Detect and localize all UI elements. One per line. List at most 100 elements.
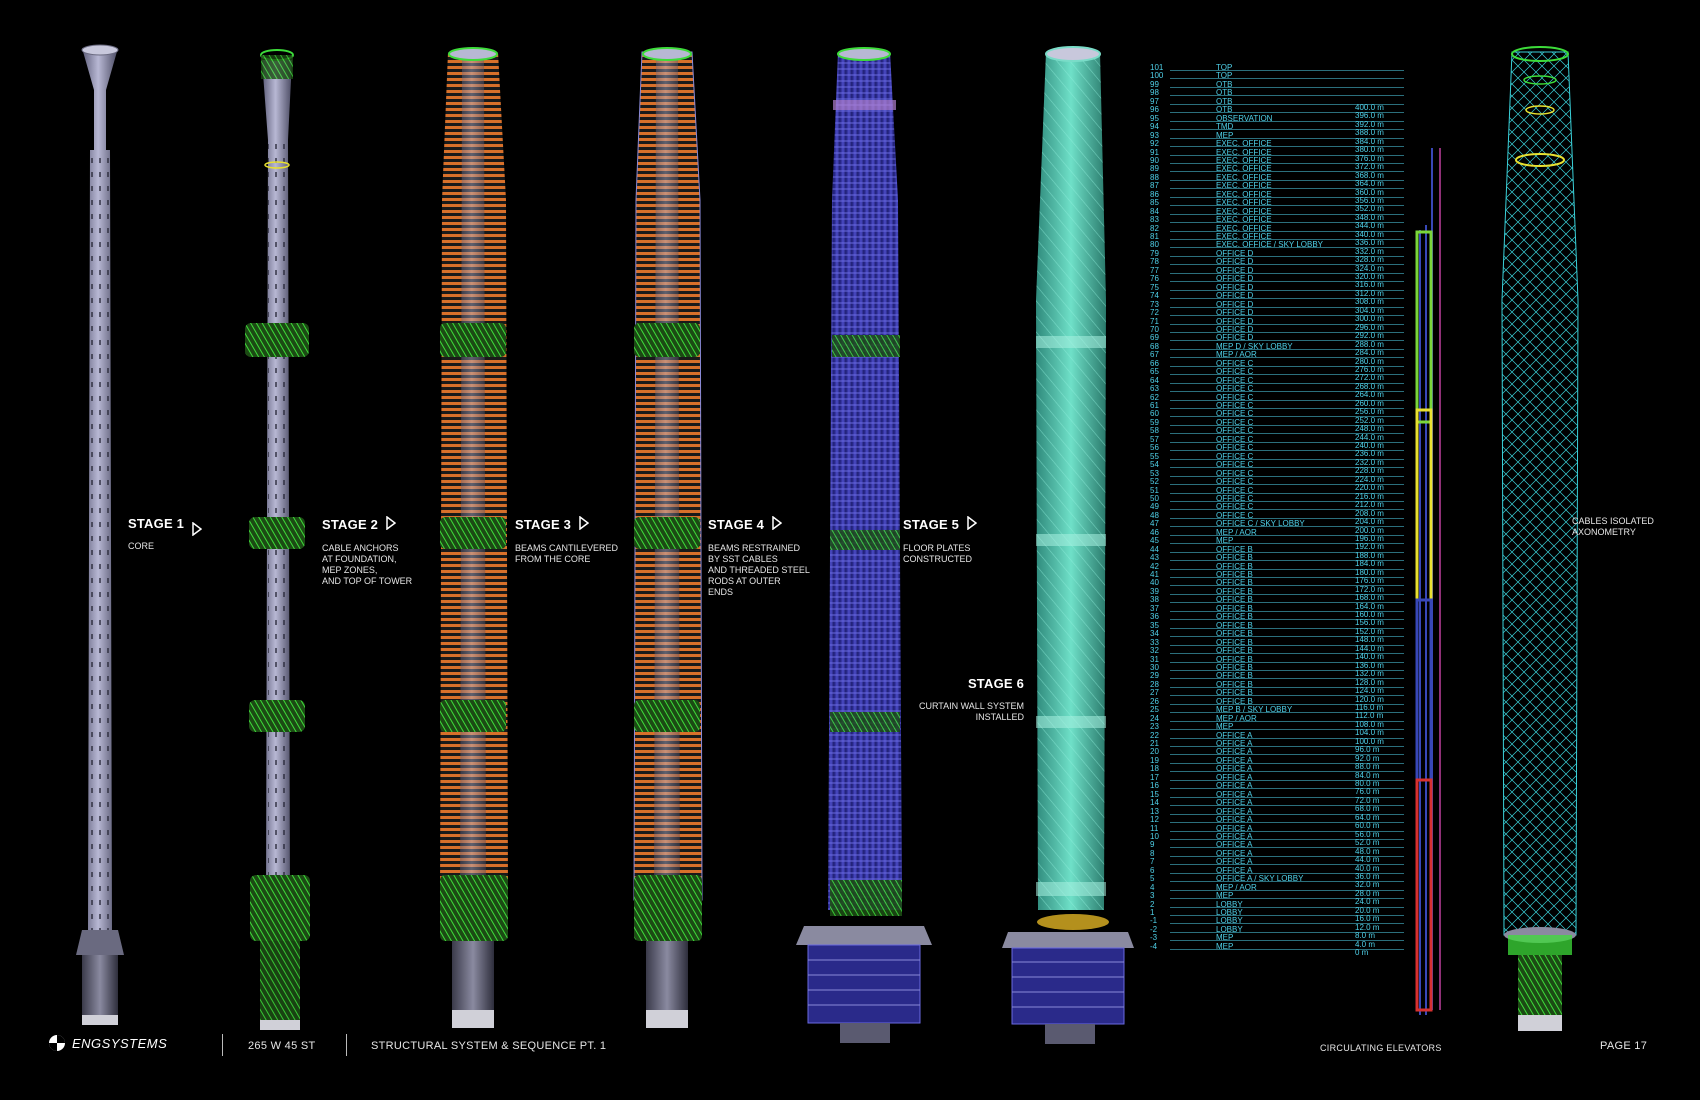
footer-divider bbox=[346, 1034, 347, 1056]
floor-name: OFFICE C bbox=[1216, 502, 1254, 512]
height-value: 136.0 m bbox=[1355, 660, 1384, 670]
floor-number: 58 bbox=[1150, 426, 1159, 436]
height-value: 88.0 m bbox=[1355, 762, 1380, 772]
floor-line bbox=[1170, 644, 1404, 646]
height-value: 68.0 m bbox=[1355, 804, 1380, 814]
height-value: 184.0 m bbox=[1355, 559, 1384, 569]
floor-line bbox=[1170, 331, 1404, 333]
floor-name: OFFICE A bbox=[1216, 815, 1253, 825]
floor-number: 66 bbox=[1150, 358, 1159, 368]
floor-name: OFFICE B bbox=[1216, 561, 1253, 571]
floor-number: 53 bbox=[1150, 468, 1159, 478]
height-value: 232.0 m bbox=[1355, 457, 1384, 467]
floor-line bbox=[1170, 272, 1404, 274]
floor-number: 56 bbox=[1150, 443, 1159, 453]
floor-name: OTB bbox=[1216, 79, 1233, 89]
height-value: 124.0 m bbox=[1355, 686, 1384, 696]
page-number: PAGE 17 bbox=[1600, 1040, 1648, 1052]
floor-number: 34 bbox=[1150, 629, 1159, 639]
stage-4-label: STAGE 4 BEAMS RESTRAINED BY SST CABLES A… bbox=[708, 515, 810, 598]
floor-number: 73 bbox=[1150, 299, 1159, 309]
floor-line bbox=[1170, 526, 1404, 528]
height-value: 392.0 m bbox=[1355, 119, 1384, 129]
floor-name: OFFICE C bbox=[1216, 401, 1254, 410]
height-value: 72.0 m bbox=[1355, 795, 1380, 805]
floor-name: OFFICE A / SKY LOBBY bbox=[1216, 874, 1304, 884]
footer-address: 265 W 45 ST bbox=[248, 1040, 316, 1052]
height-value: 324.0 m bbox=[1355, 263, 1384, 273]
height-value: 172.0 m bbox=[1355, 584, 1384, 594]
height-value: 376.0 m bbox=[1355, 153, 1384, 163]
floor-line bbox=[1170, 593, 1404, 595]
stage-desc: BEAMS CANTILEVERED FROM THE CORE bbox=[515, 543, 619, 564]
floor-number: 92 bbox=[1150, 139, 1159, 149]
height-value: 144.0 m bbox=[1355, 643, 1384, 653]
floor-line bbox=[1170, 864, 1404, 866]
floor-line bbox=[1170, 838, 1404, 840]
stage4-tower bbox=[633, 47, 703, 1028]
floor-name: MEP bbox=[1216, 941, 1234, 951]
floor-line bbox=[1170, 669, 1404, 671]
height-value: 24.0 m bbox=[1355, 897, 1380, 907]
floor-line bbox=[1170, 340, 1404, 342]
floor-name: TMD bbox=[1216, 122, 1234, 132]
floor-name: OFFICE B bbox=[1216, 637, 1253, 647]
floor-number: 97 bbox=[1150, 96, 1159, 106]
floor-name: OFFICE D bbox=[1216, 265, 1254, 275]
axonometry-label: CABLES ISOLATED AXONOMETRY bbox=[1572, 516, 1654, 538]
height-value: 292.0 m bbox=[1355, 331, 1384, 341]
floor-line bbox=[1170, 70, 1404, 71]
floor-name: OFFICE C bbox=[1216, 443, 1254, 453]
stage6-tower bbox=[1002, 46, 1134, 1044]
stage-desc: CURTAIN WALL SYSTEM INSTALLED bbox=[918, 701, 1024, 722]
height-value: 264.0 m bbox=[1355, 390, 1384, 400]
stage-title: STAGE 4 bbox=[708, 517, 765, 532]
height-value: 180.0 m bbox=[1355, 567, 1384, 577]
floor-line bbox=[1170, 86, 1404, 88]
height-value: 320.0 m bbox=[1355, 272, 1384, 281]
height-value: 176.0 m bbox=[1355, 576, 1384, 586]
floor-line bbox=[1170, 931, 1404, 933]
floor-line bbox=[1170, 222, 1404, 224]
height-value: 84.0 m bbox=[1355, 770, 1380, 780]
floor-line bbox=[1170, 779, 1404, 781]
floor-name: EXEC. OFFICE bbox=[1216, 155, 1272, 165]
floor-line bbox=[1170, 534, 1404, 536]
floor-number: 9 bbox=[1150, 840, 1155, 850]
floor-number: 54 bbox=[1150, 460, 1159, 470]
floor-line bbox=[1170, 129, 1404, 131]
floor-number: 12 bbox=[1150, 815, 1159, 825]
floor-name: OFFICE A bbox=[1216, 739, 1253, 748]
floor-name: OFFICE B bbox=[1216, 629, 1253, 639]
floor-number: 28 bbox=[1150, 679, 1159, 689]
height-value: 316.0 m bbox=[1355, 280, 1384, 290]
floor-number: 96 bbox=[1150, 105, 1159, 115]
floor-number: 72 bbox=[1150, 308, 1159, 318]
height-value: 300.0 m bbox=[1355, 314, 1384, 324]
height-value: 156.0 m bbox=[1355, 618, 1384, 628]
floor-number: 78 bbox=[1150, 257, 1159, 267]
floor-line bbox=[1170, 78, 1404, 80]
floor-name: OFFICE A bbox=[1216, 789, 1253, 799]
height-value: 112.0 m bbox=[1355, 711, 1384, 721]
